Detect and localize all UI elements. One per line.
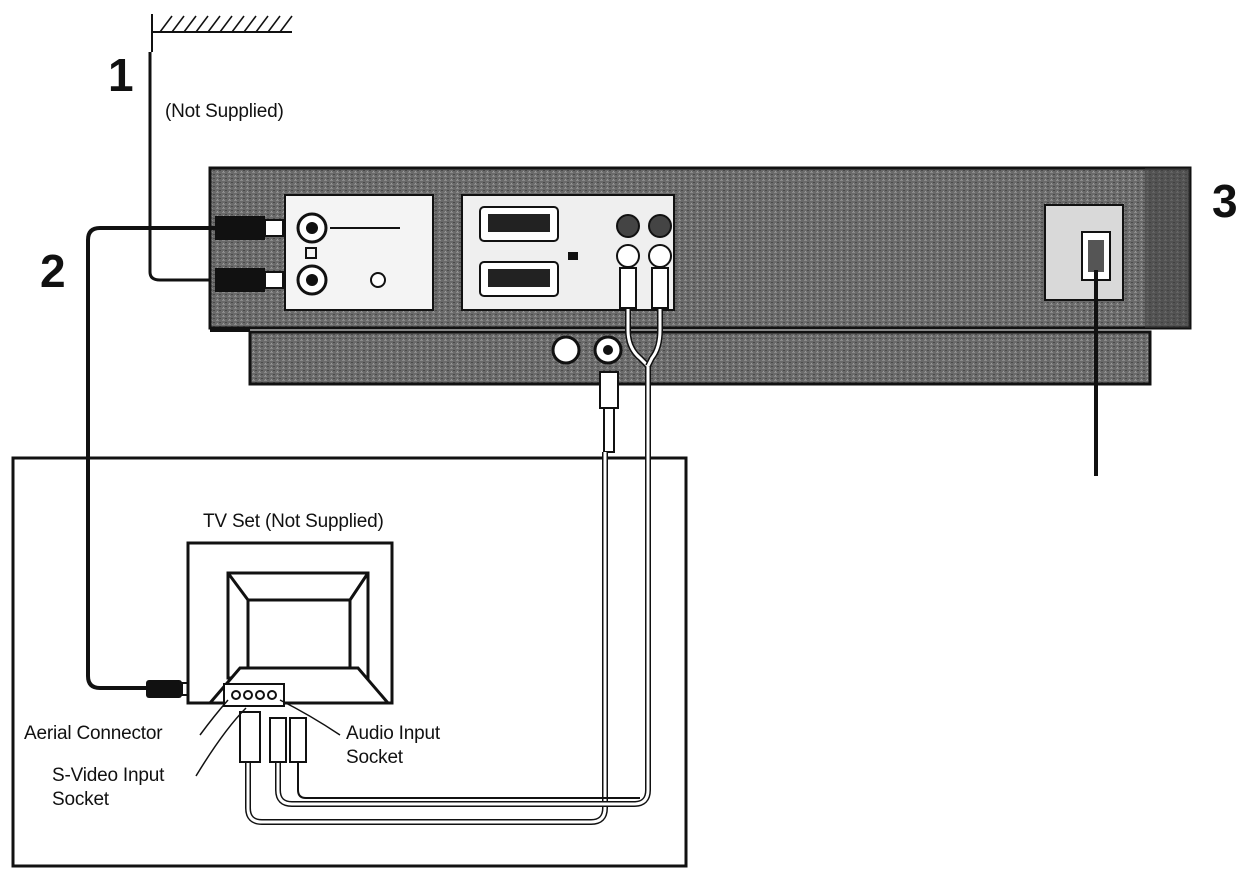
svideo-input-label-line2: Socket: [52, 789, 109, 810]
power-inlet: [1044, 204, 1124, 301]
audio-cable: [269, 267, 669, 807]
svideo-out-jack: [551, 335, 581, 365]
aerial-connector-label: Aerial Connector: [24, 723, 163, 744]
vcr-rear-panel: [208, 166, 1192, 386]
av-connector-block: [461, 194, 675, 311]
antenna-icon: [148, 14, 293, 282]
antenna-not-supplied-label: (Not Supplied): [165, 101, 284, 122]
rf-plug-tv: [146, 680, 182, 698]
tv-section-frame: [11, 456, 688, 868]
step-1-number: 1: [108, 49, 134, 101]
svideo-input-label-line1: S-Video Input: [52, 765, 165, 786]
audio-input-label-line2: Socket: [346, 747, 403, 768]
tv-set-label: TV Set (Not Supplied): [203, 511, 384, 532]
step-3-number: 3: [1212, 175, 1238, 227]
svideo-cable: [239, 371, 619, 825]
rf-connector-block: [284, 194, 434, 311]
audio-input-label-line1: Audio Input: [346, 723, 440, 744]
step-2-number: 2: [40, 245, 66, 297]
leader-lines: [195, 699, 341, 777]
rf-plugs: [215, 216, 284, 292]
tv-set-icon: [186, 541, 394, 707]
